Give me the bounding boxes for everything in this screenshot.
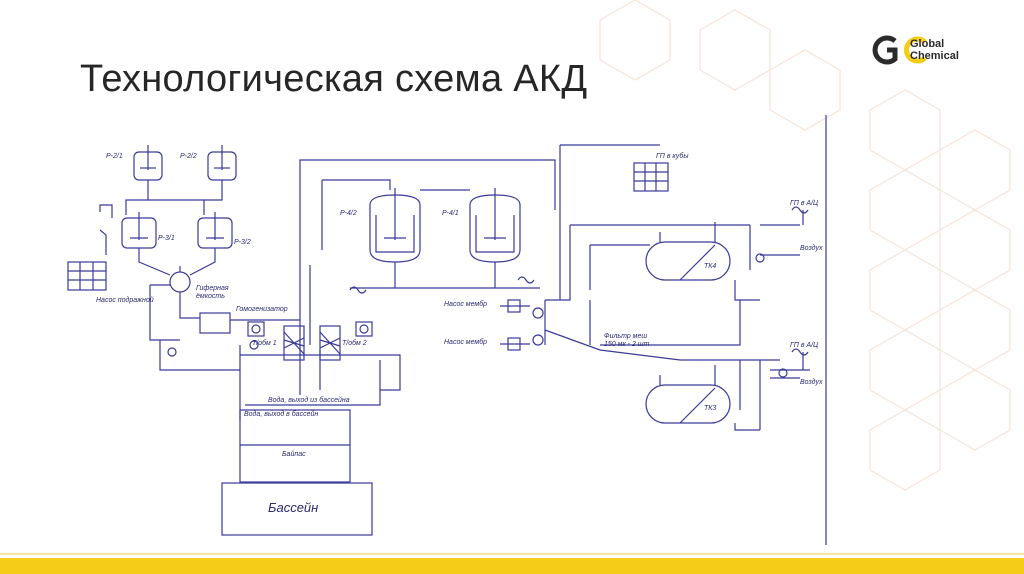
pool-tank (221, 482, 373, 536)
slide-title: Технологическая схема АКД (80, 58, 588, 100)
gp-cubes-container (633, 162, 669, 192)
label-p32: Р-3/2 (234, 239, 251, 246)
pump-to1 (247, 321, 265, 337)
label-pump-memb-1: Насос мембр (444, 300, 487, 308)
label-pump-memb-2: Насос мембр (444, 338, 487, 346)
label-water-in: Вода, выход в бассейн (244, 410, 318, 418)
membrane-pump-2 (507, 334, 544, 351)
label-air-1: Воздух (800, 244, 823, 252)
label-p41: Р-4/1 (442, 210, 459, 217)
label-pump-feed: Насос подражной (96, 296, 154, 304)
label-gp-cubes: ГП в кубы (656, 152, 689, 160)
label-p21: Р-2/1 (106, 153, 123, 160)
label-p22: Р-2/2 (180, 153, 197, 160)
diagram-labels: Р-2/1 Р-2/2 Р-3/1 Р-3/2 Р-4/2 Р-4/1 ГП в… (96, 152, 823, 515)
label-to1: Т/обм 1 (252, 339, 277, 347)
label-filter-1: Фильтр меш (604, 333, 647, 340)
logo-text: Global Chemical (910, 38, 959, 62)
label-gp-au-1: ГП в А/Ц (790, 200, 818, 207)
label-pool: Бассейн (268, 500, 318, 515)
label-gp-au-2: ГП в А/Ц (790, 342, 818, 349)
heat-exchanger-2 (319, 325, 341, 361)
label-gifer-2: ёмкость (196, 293, 225, 300)
inlet-wave-2 (517, 276, 535, 284)
label-p31: Р-3/1 (158, 235, 175, 242)
reactor-p22 (207, 145, 237, 181)
reactor-p32 (197, 212, 233, 249)
tank-tk4 (645, 222, 731, 281)
label-p42: Р-4/2 (340, 210, 357, 217)
label-water-out: Вода, выход из бассейна (268, 396, 350, 404)
gifer-vessel (169, 266, 191, 293)
tank-tk3 (645, 365, 731, 424)
logo-line1: Global (910, 38, 945, 50)
reactor-p42 (369, 188, 421, 263)
label-gifer-1: Гиферная (196, 285, 229, 292)
homogenizer (199, 312, 231, 334)
heat-exchanger-1 (283, 325, 305, 361)
feed-container (67, 261, 107, 291)
label-bypass: Байпас (282, 450, 306, 458)
label-to2: Т/обм 2 (342, 339, 367, 347)
membrane-pump-1 (507, 299, 544, 319)
bottom-accent-bar (0, 558, 1024, 574)
label-tk3: ТК3 (704, 405, 716, 412)
reactor-p41 (469, 188, 521, 263)
reactor-p21 (133, 145, 163, 181)
outlet-wave-2 (791, 348, 809, 356)
label-tk4: ТК4 (704, 263, 716, 270)
global-chemical-logo-icon (872, 35, 927, 65)
logo-line2: Chemical (910, 50, 959, 62)
inlet-wave-1 (349, 286, 367, 294)
reactor-p31 (121, 212, 157, 249)
bottom-divider (0, 553, 1024, 555)
label-air-2: Воздух (800, 378, 823, 386)
pump-to2 (355, 321, 373, 337)
outlet-wave-1 (791, 206, 809, 214)
label-filter-2: 150 мк - 2 шт (604, 341, 650, 348)
label-homogenizer: Гомогенизатор (236, 306, 288, 313)
